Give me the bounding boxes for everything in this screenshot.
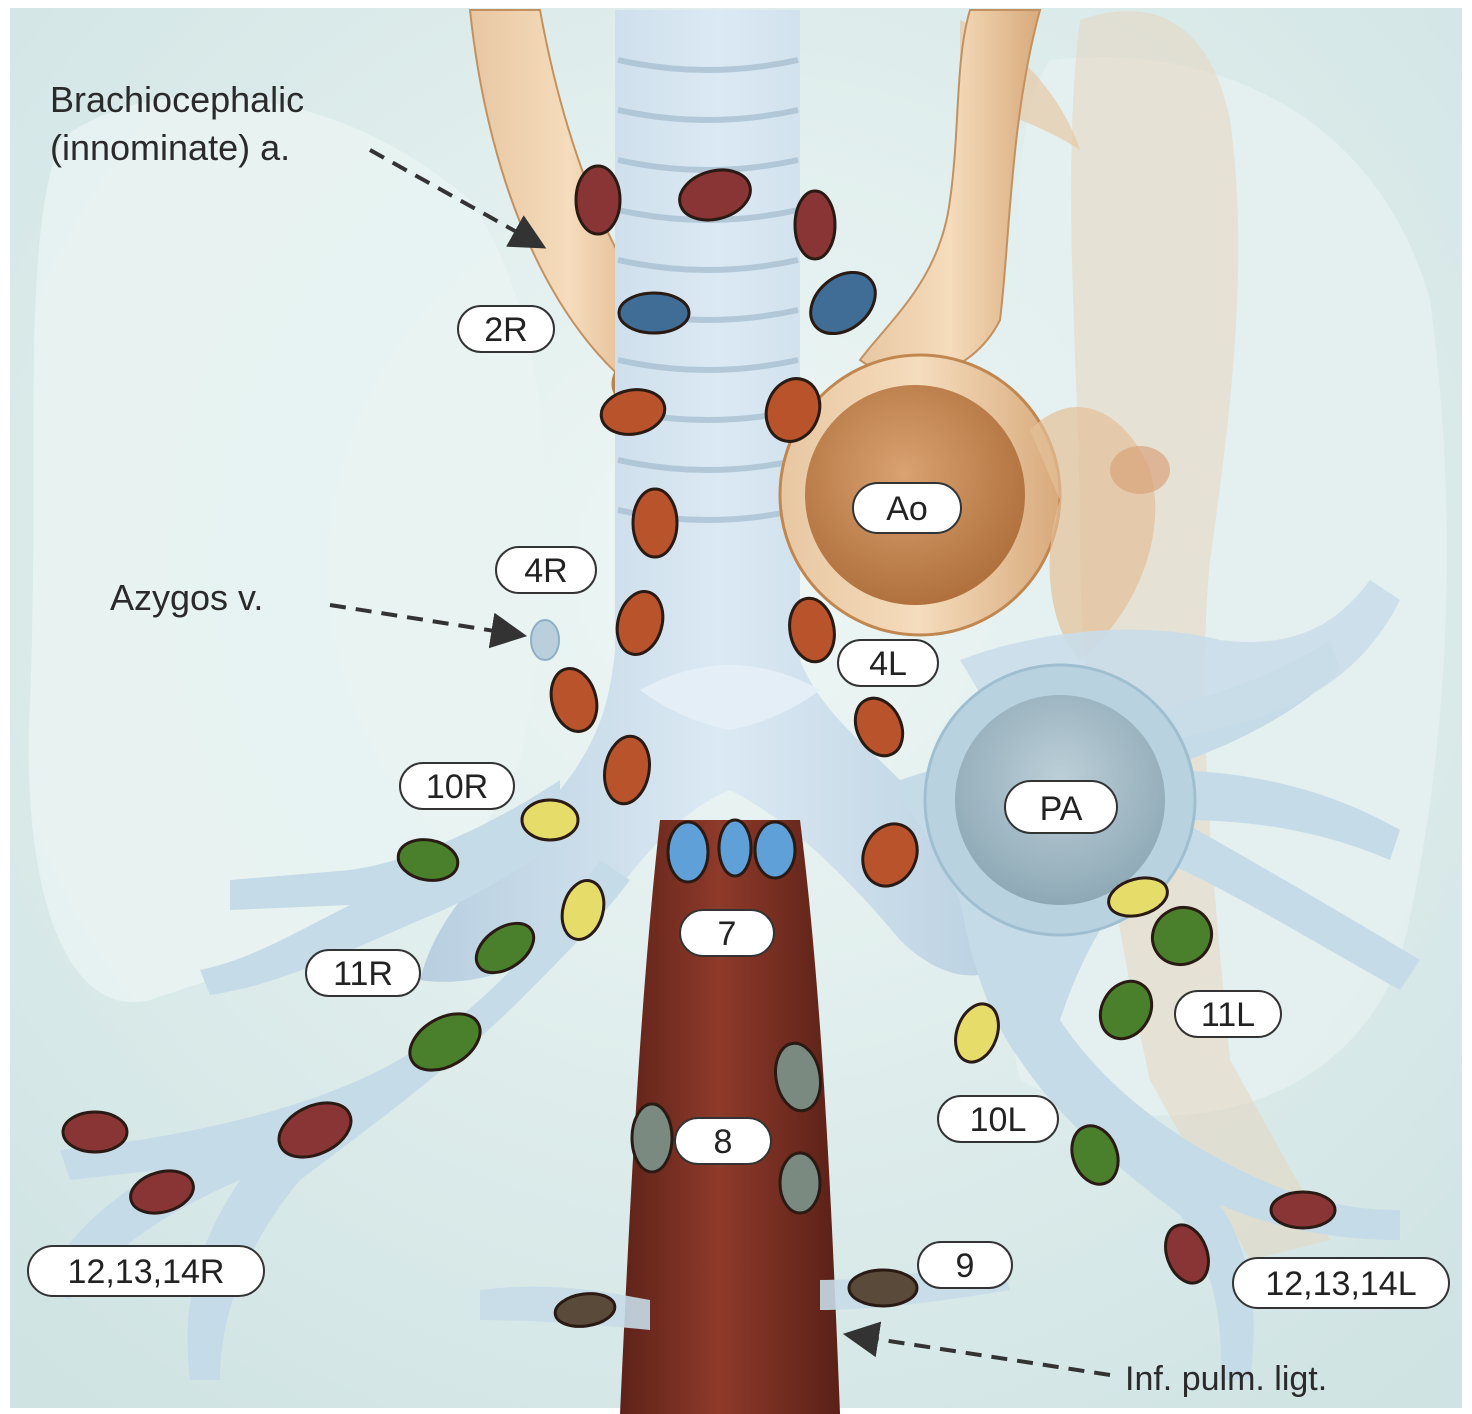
svg-text:12,13,14L: 12,13,14L <box>1265 1265 1416 1303</box>
svg-text:10L: 10L <box>970 1101 1027 1139</box>
node-blue-right <box>619 293 689 333</box>
brachiocephalic-label-line1: Brachiocephalic <box>50 79 304 120</box>
ao-text: Ao <box>886 490 928 528</box>
node-7-a <box>668 822 708 882</box>
svg-text:12,13,14R: 12,13,14R <box>68 1253 225 1291</box>
station-tag-11L: 11L <box>1175 991 1281 1037</box>
svg-text:9: 9 <box>956 1247 975 1285</box>
svg-text:8: 8 <box>714 1123 733 1161</box>
inf-pulm-ligt-label: Inf. pulm. ligt. <box>1125 1360 1327 1398</box>
ao-label: Ao <box>853 483 961 533</box>
svg-text:11R: 11R <box>333 955 393 993</box>
svg-text:10R: 10R <box>426 768 488 806</box>
node-7-c <box>755 822 795 878</box>
station-tag-2R: 2R <box>458 306 554 352</box>
svg-text:2R: 2R <box>484 311 527 349</box>
azygos-label: Azygos v. <box>110 577 263 618</box>
station-tag-4L: 4L <box>838 640 938 686</box>
station-tag-7: 7 <box>680 910 774 956</box>
station-tag-4R: 4R <box>496 547 596 593</box>
station-tag-10R: 10R <box>400 763 514 809</box>
station-tag-11R: 11R <box>306 950 420 996</box>
station-tag-8: 8 <box>675 1118 771 1164</box>
svg-text:4L: 4L <box>869 645 907 683</box>
node-10R-yellow-a <box>522 800 578 840</box>
azygos-vein <box>531 620 559 660</box>
station-tag-12-14L: 12,13,14L <box>1233 1258 1449 1308</box>
node-8-c <box>780 1153 820 1213</box>
thymic-remnant <box>1110 446 1170 494</box>
node-4R-b <box>633 489 677 557</box>
pa-label: PA <box>1005 781 1117 833</box>
svg-text:4R: 4R <box>524 552 567 590</box>
node-9-a <box>849 1270 917 1306</box>
node-2R-a <box>576 166 620 234</box>
station-tag-10L: 10L <box>938 1096 1058 1142</box>
node-7-b <box>719 820 751 876</box>
node-12L-a <box>1271 1192 1335 1228</box>
node-2L <box>795 191 835 259</box>
station-tag-12-14R: 12,13,14R <box>28 1246 264 1296</box>
node-12R-a <box>63 1112 127 1152</box>
svg-text:7: 7 <box>718 915 737 953</box>
pa-text: PA <box>1040 790 1083 828</box>
svg-text:11L: 11L <box>1201 996 1255 1034</box>
station-tag-9: 9 <box>918 1242 1012 1288</box>
node-8-b <box>632 1104 672 1172</box>
brachiocephalic-label-line2: (innominate) a. <box>50 127 290 168</box>
